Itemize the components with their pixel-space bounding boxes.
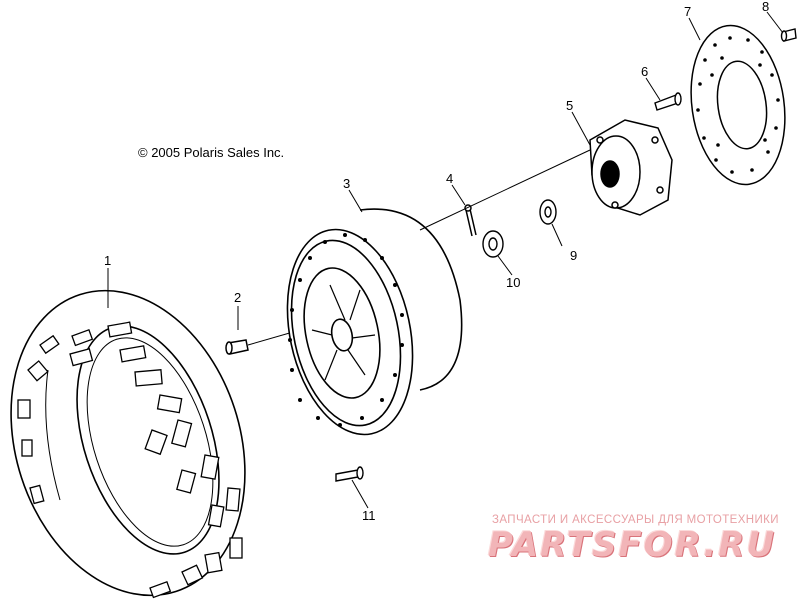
brake-disc-part: [690, 24, 786, 186]
wheel-hub-part: [589, 119, 673, 216]
callout-leader-lines: [107, 11, 784, 509]
callout-7: 7: [684, 4, 691, 19]
cotter-pin-part: [464, 204, 477, 237]
rim-spokes: [311, 284, 376, 381]
tire-tread-blocks: [17, 321, 243, 599]
callout-8: 8: [762, 0, 769, 14]
callout-labels: 1 2 3 4 5 6 7 8 9 10 11: [104, 0, 769, 523]
callout-9: 9: [570, 248, 577, 263]
brake-disc-holes: [696, 36, 780, 174]
callout-6: 6: [641, 64, 648, 79]
copyright-text: © 2005 Polaris Sales Inc.: [138, 145, 285, 160]
castle-nut-part: [482, 230, 504, 258]
rim-bead-lock-holes: [288, 233, 404, 427]
stud-bolt-part: [654, 92, 682, 111]
callout-11: 11: [362, 508, 376, 523]
callout-4: 4: [446, 171, 453, 186]
washer-part: [539, 199, 557, 225]
watermark-logo: PARTSFOR.RU: [488, 525, 777, 565]
callout-10: 10: [506, 275, 520, 290]
assembly-axis-line: [419, 149, 591, 231]
tire-part: [10, 289, 246, 599]
callout-5: 5: [566, 98, 573, 113]
wheel-bolt-part: [335, 466, 364, 482]
watermark-tagline: ЗАПЧАСТИ И АКСЕССУАРЫ ДЛЯ МОТОТЕХНИКИ: [492, 514, 779, 526]
callout-2: 2: [234, 290, 241, 305]
callout-1: 1: [104, 253, 111, 268]
callout-3: 3: [343, 176, 350, 191]
wheel-rim-part: [286, 208, 463, 436]
disc-bolt-part: [780, 28, 797, 42]
